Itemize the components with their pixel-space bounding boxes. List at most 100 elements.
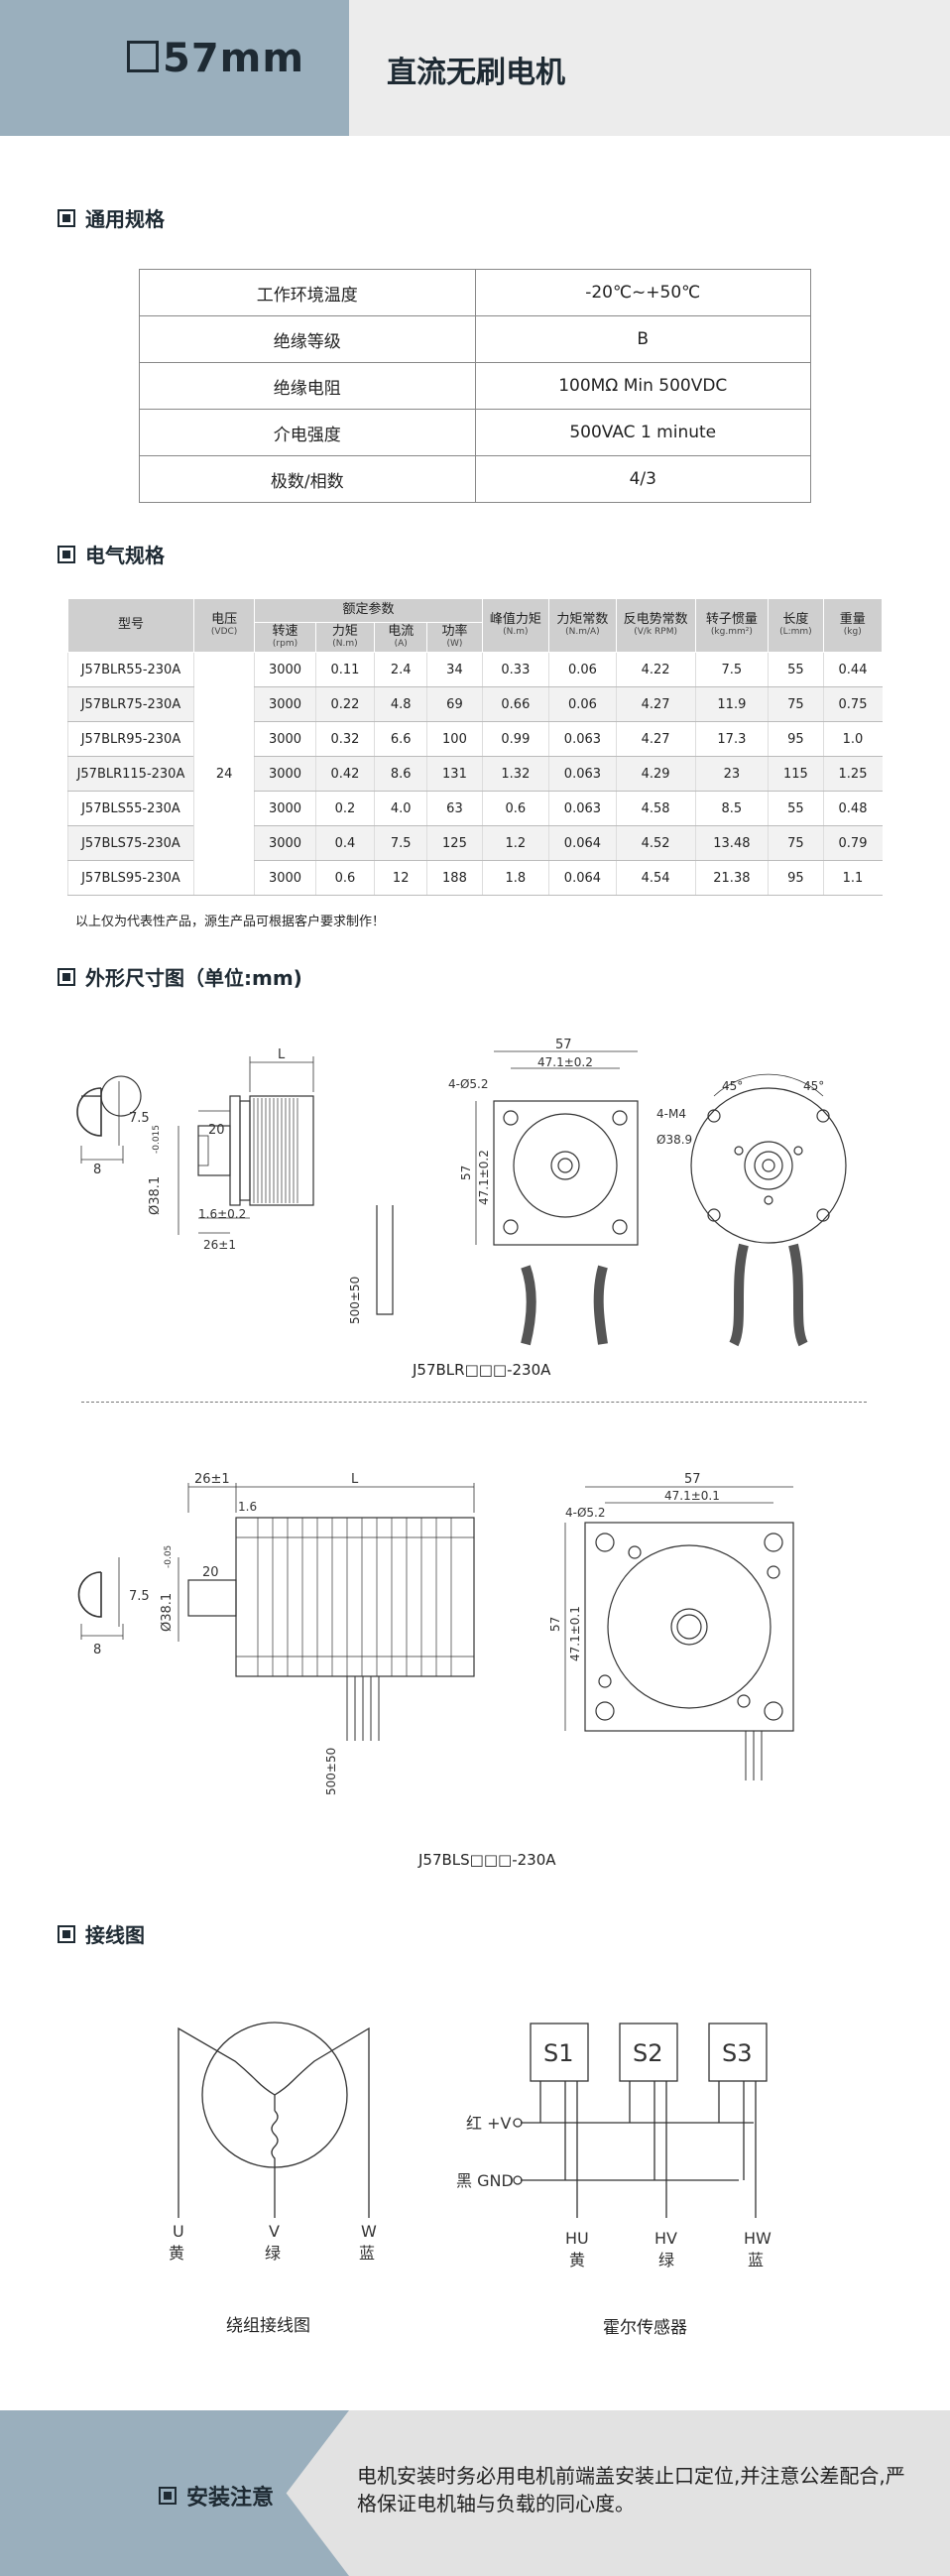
page-header: 57mm 直流无刷电机 (0, 0, 950, 136)
table-cell: 1.32 (481, 756, 549, 792)
spec-value: B (474, 315, 811, 363)
table-cell: 4.58 (615, 791, 696, 826)
shaft-end-view (77, 1571, 102, 1618)
dim-L: L (278, 1047, 286, 1062)
table-cell: 21.38 (694, 860, 769, 896)
table-cell: 0.063 (548, 721, 617, 757)
table-cell: 4.27 (615, 721, 696, 757)
table-cell: 4.29 (615, 756, 696, 792)
product-title: 直流无刷电机 (387, 56, 565, 90)
power-gnd-label: 黑 GND (456, 2171, 514, 2190)
table-cell: 1.0 (822, 721, 883, 757)
dim-d471h: 47.1±0.2 (537, 1055, 593, 1069)
model-cell: J57BLR75-230A (67, 686, 194, 722)
col-inertia: 转子惯量(kg.mm²) (694, 598, 770, 653)
table-cell: 8.6 (374, 756, 427, 792)
general-spec-row: 工作环境温度-20℃~+50℃ (139, 269, 811, 316)
table-cell: 4.0 (374, 791, 427, 826)
spec-label: 工作环境温度 (139, 269, 476, 316)
model-cell: J57BLR115-230A (67, 756, 194, 792)
table-cell: 100 (426, 721, 483, 757)
col-ke: 反电势常数(V/k RPM) (615, 598, 696, 653)
table-cell: 0.063 (548, 756, 617, 792)
col-torque: 力矩(N.m) (314, 622, 376, 653)
section-electrical-heading: 电气规格 (58, 540, 165, 568)
dim-d20: 20 (202, 1565, 219, 1580)
drawing-blr: 7.5 8 20 Ø38.1 -0.015 L 1.6±0.2 26±1 500… (76, 1038, 847, 1347)
table-cell: 0.064 (548, 860, 617, 896)
dim-d8: 8 (93, 1643, 101, 1657)
table-cell: 115 (768, 756, 823, 792)
table-cell: 3000 (254, 756, 316, 792)
sensor-s2-box (619, 2023, 678, 2082)
phase-w-code: W (361, 2222, 377, 2241)
lead-cable (376, 1205, 394, 1315)
table-cell: 2.4 (374, 652, 427, 687)
table-cell: 4.22 (615, 652, 696, 687)
spec-value: 4/3 (474, 455, 811, 503)
dim-d471h: 47.1±0.1 (664, 1489, 720, 1503)
table-cell: 8.5 (694, 791, 769, 826)
hall-hu-code: HU (565, 2229, 589, 2248)
table-cell: 34 (426, 652, 483, 687)
sensor-s1-label: S1 (543, 2039, 574, 2067)
dim-d75: 7.5 (129, 1111, 150, 1126)
motor-body-side (249, 1095, 314, 1206)
table-cell: 75 (768, 825, 823, 861)
table-cell: 4.8 (374, 686, 427, 722)
size-title: 57mm (127, 36, 304, 81)
table-cell: 0.06 (548, 652, 617, 687)
drawing-bls-caption: J57BLS□□□-230A (418, 1851, 556, 1869)
table-cell: 3000 (254, 791, 316, 826)
winding-coil-w (274, 2026, 370, 2218)
section-square-icon (159, 2487, 177, 2505)
table-cell: 0.48 (822, 791, 883, 826)
table-cell: 0.42 (314, 756, 375, 792)
header-accent-block (0, 0, 349, 136)
hall-hv-color: 绿 (658, 2251, 674, 2269)
table-cell: 0.79 (822, 825, 883, 861)
table-cell: 1.2 (481, 825, 549, 861)
table-cell: 3000 (254, 860, 316, 896)
table-cell: 0.4 (314, 825, 375, 861)
col-current: 电流(A) (374, 622, 428, 653)
dim-d57: 57 (684, 1472, 701, 1487)
table-cell: 3000 (254, 721, 316, 757)
dim-shaft-tol: -0.05 (164, 1545, 174, 1568)
winding-caption: 绕组接线图 (226, 2316, 310, 2336)
section-square-icon (58, 1924, 75, 1943)
install-notice-text: 电机安装时务必用电机前端盖安装止口定位,并注意公差配合,严格保证电机轴与负载的同… (357, 2464, 905, 2515)
table-cell: 12 (374, 860, 427, 896)
dim-d26: 26±1 (203, 1238, 236, 1252)
dim-d20: 20 (208, 1123, 225, 1138)
table-cell: 0.6 (314, 860, 375, 896)
divider (81, 1402, 867, 1403)
table-cell: 4.27 (615, 686, 696, 722)
col-weight: 重量(kg) (822, 598, 883, 653)
table-cell: 4.52 (615, 825, 696, 861)
table-cell: 95 (768, 721, 823, 757)
table-cell: 1.25 (822, 756, 883, 792)
drawing-blr-caption: J57BLR□□□-230A (413, 1361, 551, 1379)
hall-hu-color: 黄 (569, 2251, 585, 2269)
winding-coil-u (178, 2026, 276, 2218)
section-square-icon (58, 545, 75, 563)
table-cell: 0.75 (822, 686, 883, 722)
table-cell: 0.11 (314, 652, 375, 687)
section-square-icon (58, 208, 75, 227)
spec-value: -20℃~+50℃ (474, 269, 811, 316)
table-cell: 0.44 (822, 652, 883, 687)
shaft-side (187, 1579, 237, 1617)
dim-lead: 500±50 (348, 1277, 362, 1324)
dim-holes: 4-Ø5.2 (448, 1077, 489, 1091)
sensor-s3-box (708, 2023, 768, 2082)
dim-d75: 7.5 (129, 1589, 150, 1604)
table-cell: 17.3 (694, 721, 769, 757)
table-cell: 0.66 (481, 686, 549, 722)
phase-w-color: 蓝 (359, 2244, 375, 2263)
